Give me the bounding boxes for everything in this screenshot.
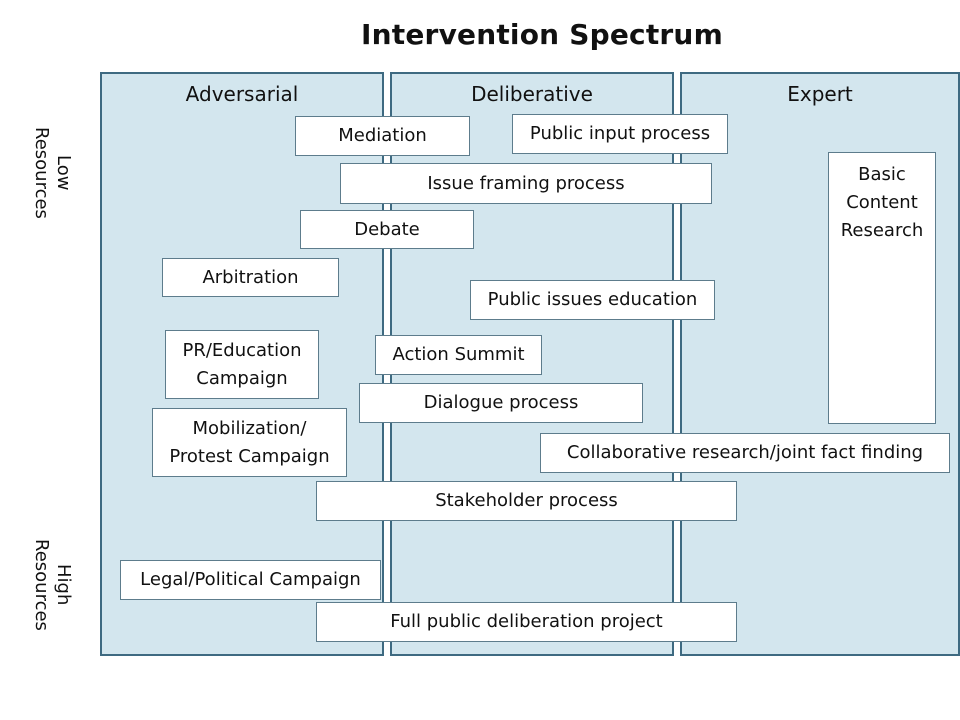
- axis-label-low-resources: Low Resources: [31, 127, 74, 219]
- item-dialogue-process: Dialogue process: [359, 383, 643, 423]
- item-action-summit: Action Summit: [375, 335, 542, 375]
- item-public-input-process: Public input process: [512, 114, 728, 154]
- item-pr-education-campaign: PR/Education Campaign: [165, 330, 319, 399]
- item-mobilization-protest-campaign: Mobilization/ Protest Campaign: [152, 408, 347, 477]
- item-full-public-deliberation-project: Full public deliberation project: [316, 602, 737, 642]
- item-arbitration: Arbitration: [162, 258, 339, 297]
- item-stakeholder-process: Stakeholder process: [316, 481, 737, 521]
- item-basic-content-research: Basic Content Research: [828, 152, 936, 424]
- item-issue-framing-process: Issue framing process: [340, 163, 712, 204]
- column-header-expert: Expert: [787, 82, 853, 106]
- axis-label-high-resources: High Resources: [31, 539, 74, 631]
- item-collaborative-research: Collaborative research/joint fact findin…: [540, 433, 950, 473]
- item-mediation: Mediation: [295, 116, 470, 156]
- item-legal-political-campaign: Legal/Political Campaign: [120, 560, 381, 600]
- column-header-deliberative: Deliberative: [471, 82, 593, 106]
- item-debate: Debate: [300, 210, 474, 249]
- item-public-issues-education: Public issues education: [470, 280, 715, 320]
- column-header-adversarial: Adversarial: [185, 82, 299, 106]
- diagram-title: Intervention Spectrum: [361, 18, 723, 51]
